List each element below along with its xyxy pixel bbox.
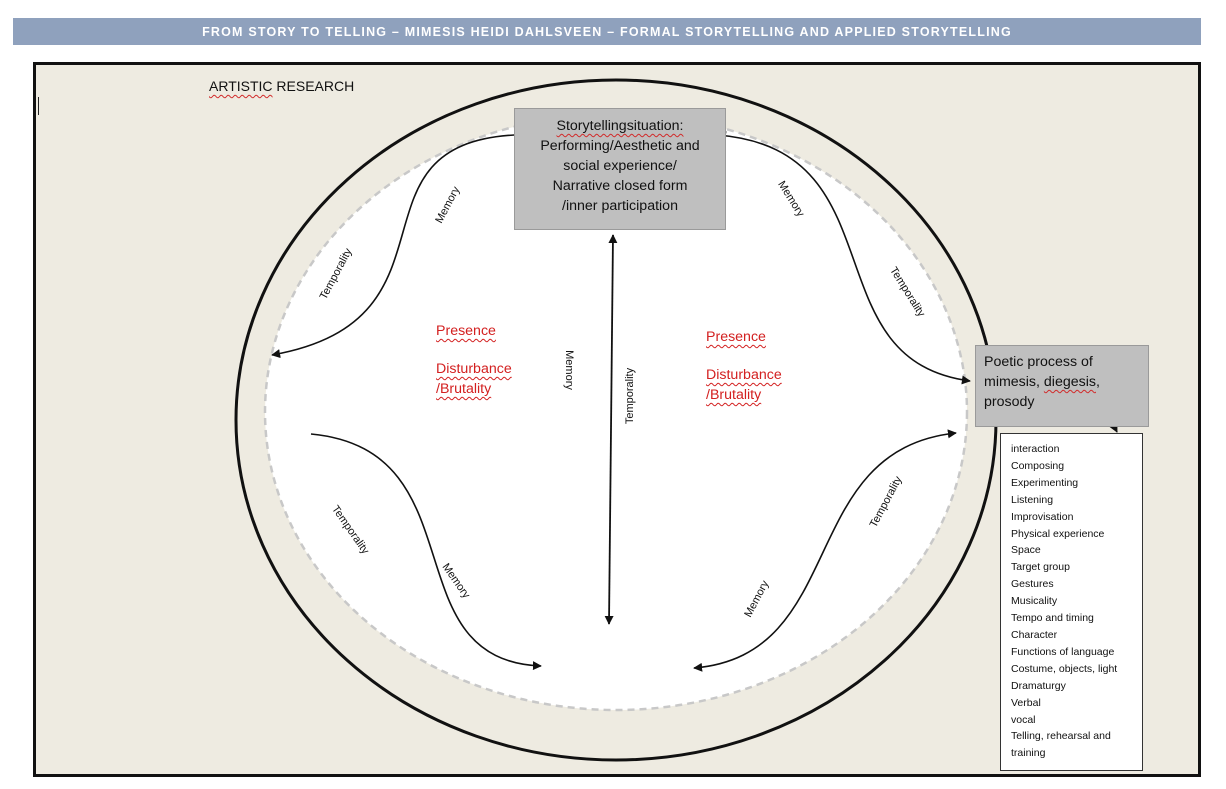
list-item: Character [1011, 628, 1058, 641]
poetic-process-box: Poetic process of mimesis, diegesis, pro… [975, 345, 1149, 427]
list-item: Costume, objects, light [1011, 662, 1118, 675]
list-item: Telling, rehearsal and [1011, 730, 1111, 743]
arc-top-right [717, 131, 971, 385]
arc-bottom-right [693, 429, 957, 672]
list-item: Listening [1011, 493, 1054, 506]
artistic-research-label: ARTISTIC RESEARCH [209, 78, 354, 94]
poetic-line-3: prosody [984, 394, 1035, 410]
list-item: Target group [1011, 561, 1070, 574]
list-item: Verbal [1011, 696, 1041, 709]
temporality-label-center: Temporality [624, 367, 637, 425]
list-item: Improvisation [1011, 510, 1074, 523]
right-brutality: /Brutality [706, 387, 762, 403]
storytelling-line-3: social experience/ [563, 158, 677, 174]
storytelling-situation-box: Storytellingsituation: Performing/Aesthe… [514, 108, 726, 230]
storytelling-line-4: Narrative closed form [552, 178, 688, 194]
list-item: Musicality [1011, 595, 1058, 608]
list-item: Composing [1011, 459, 1065, 472]
title-banner: FROM STORY TO TELLING – MIMESIS HEIDI DA… [13, 18, 1201, 45]
list-item: Gestures [1011, 578, 1054, 591]
storytelling-line-2: Performing/Aesthetic and [540, 138, 700, 154]
right-disturbance: Disturbance [706, 367, 782, 383]
arc-top-left [271, 134, 515, 359]
right-presence: Presence [706, 329, 766, 345]
right-center-labels: Presence Disturbance /Brutality [706, 327, 782, 405]
list-item: Space [1011, 544, 1041, 557]
list-item: training [1011, 747, 1046, 760]
process-list: interaction Composing Experimenting List… [1000, 433, 1143, 771]
memory-label-center: Memory [562, 350, 575, 390]
storytelling-title: Storytellingsituation: [556, 118, 684, 134]
left-brutality: /Brutality [436, 381, 492, 397]
list-item: Experimenting [1011, 476, 1079, 489]
center-double-arrow [604, 234, 618, 625]
left-center-labels: Presence Disturbance /Brutality [436, 321, 512, 399]
left-presence: Presence [436, 323, 496, 339]
list-item: Dramaturgy [1011, 679, 1066, 692]
list-item: Tempo and timing [1011, 612, 1094, 625]
list-item: interaction [1011, 443, 1060, 455]
poetic-line-1: Poetic process of [984, 354, 1093, 370]
arc-bottom-left [310, 433, 542, 671]
list-item: Physical experience [1011, 527, 1105, 540]
text-cursor [38, 97, 39, 115]
research-word: RESEARCH [272, 78, 355, 94]
artistic-word: ARTISTIC [209, 78, 273, 94]
poetic-line-2: mimesis, diegesis, [984, 374, 1100, 390]
storytelling-line-5: /inner participation [562, 198, 678, 214]
left-disturbance: Disturbance [436, 361, 512, 377]
list-item: vocal [1011, 713, 1036, 726]
list-item: Functions of language [1011, 645, 1115, 658]
